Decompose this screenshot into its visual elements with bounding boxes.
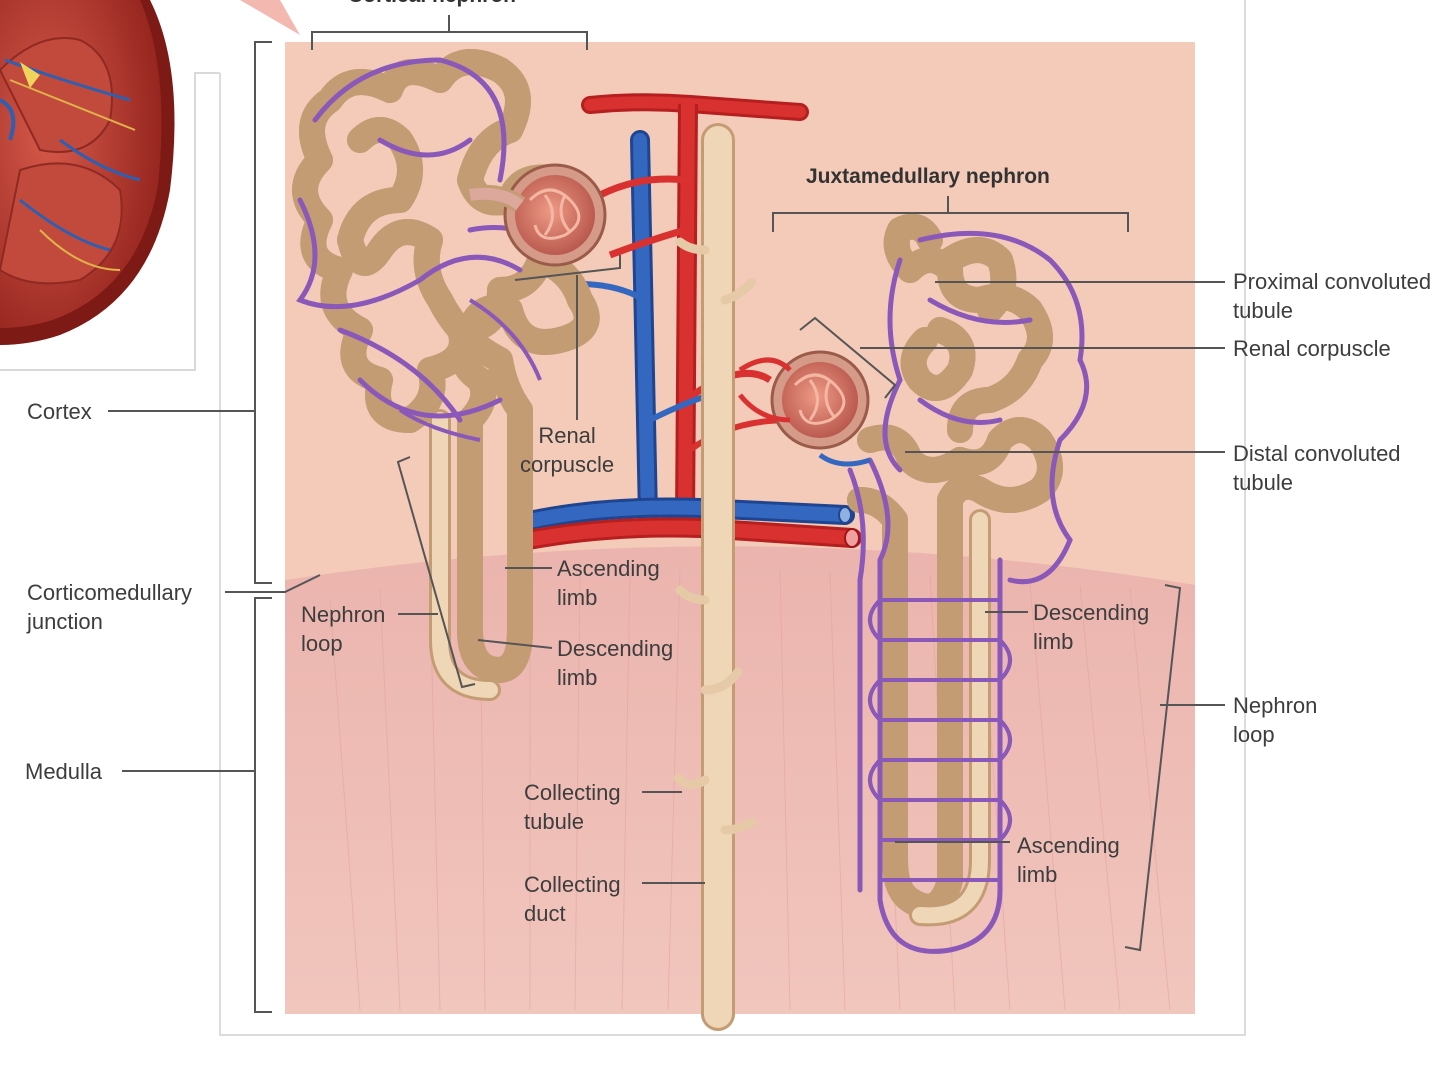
zoom-pointer <box>240 0 300 35</box>
label-collecting-tubule: Collecting tubule <box>524 780 621 834</box>
label-juxta-nephron-loop: Nephron loop <box>1233 693 1318 747</box>
juxtamedullary-nephron <box>738 227 1090 954</box>
panel-frame <box>219 0 1246 1036</box>
kidney-section <box>0 0 175 345</box>
label-juxta-descending-limb: Descending limb <box>1033 600 1150 654</box>
region-brackets <box>108 41 321 1013</box>
blood-vessels <box>515 93 862 550</box>
cortical-leaders <box>311 15 705 884</box>
label-collecting-duct: Collecting duct <box>524 872 621 926</box>
collecting-duct <box>673 123 757 1031</box>
juxtamedullary-nephron-title: Juxtamedullary nephron <box>806 165 1050 188</box>
callout-frame <box>0 72 220 371</box>
cortical-nephron-title: Cortical nephron <box>348 0 516 8</box>
label-juxta-ascending-limb: Ascending limb <box>1017 833 1120 887</box>
cortical-nephron <box>300 60 607 701</box>
label-cortical-renal-corpuscle: Renal corpuscle <box>520 423 615 477</box>
label-juxta-renal-corpuscle: Renal corpuscle <box>1233 336 1391 361</box>
label-corticomedullary-junction: Corticomedullary junction <box>27 580 193 634</box>
label-cortical-ascending-limb: Ascending limb <box>557 556 660 610</box>
juxta-leaders <box>772 196 1225 952</box>
label-proximal-convoluted-tubule: Proximal convoluted tubule <box>1233 269 1432 323</box>
label-cortical-descending-limb: Descending limb <box>557 636 674 690</box>
label-distal-convoluted-tubule: Distal convoluted tubule <box>1233 441 1401 495</box>
label-medulla: Medulla <box>25 759 103 784</box>
label-cortex: Cortex <box>27 399 92 424</box>
label-cortical-nephron-loop: Nephron loop <box>301 602 386 656</box>
